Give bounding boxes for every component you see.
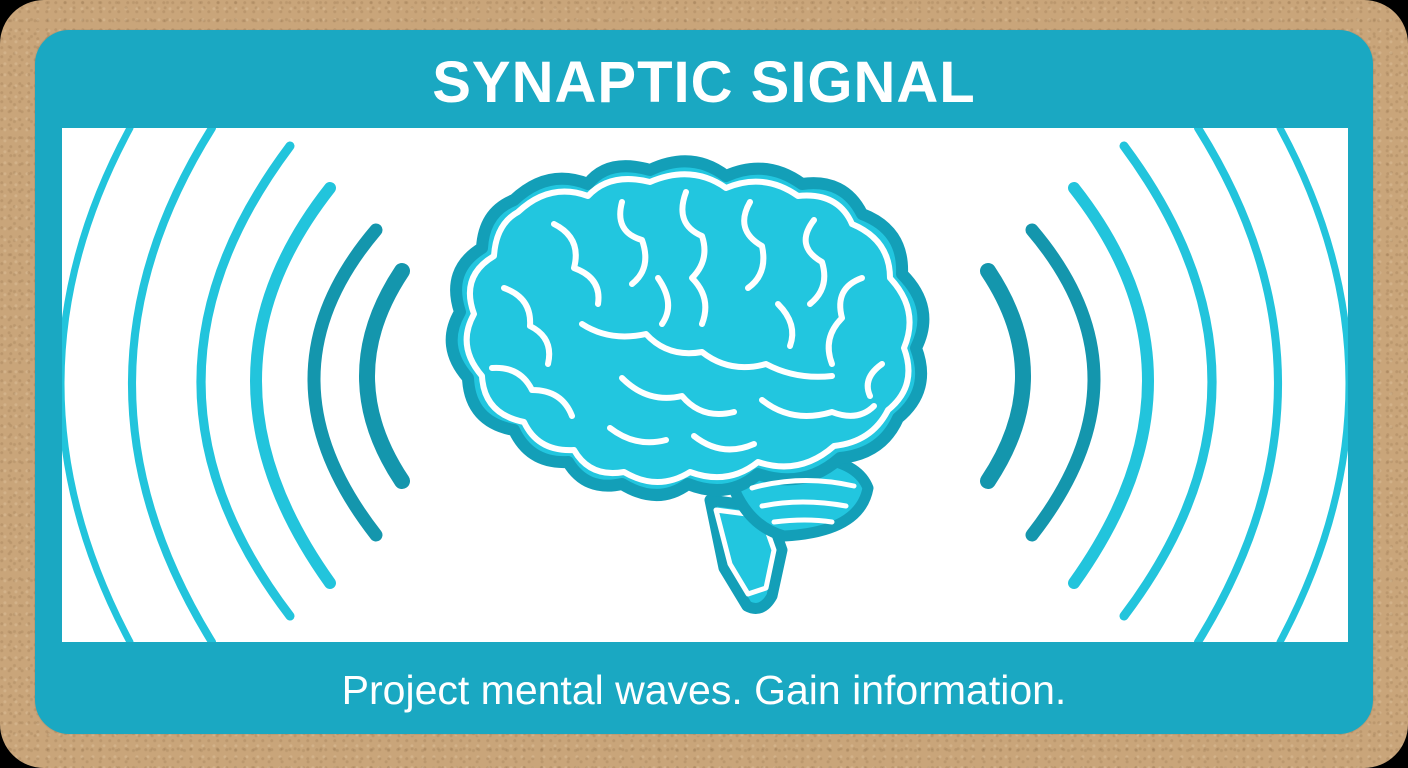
- brain-icon: [445, 155, 930, 614]
- card-art: [62, 128, 1348, 642]
- left-wave-2: [307, 223, 383, 542]
- right-wave-2: [1025, 223, 1101, 542]
- cerebellum-folds: [749, 477, 857, 525]
- left-wave-6: [62, 128, 134, 642]
- right-wave-6: [1276, 128, 1348, 642]
- right-waves: [980, 128, 1348, 642]
- left-wave-4: [196, 141, 295, 621]
- signal-waves-icon: [62, 128, 1348, 642]
- right-wave-3: [1068, 182, 1154, 589]
- right-wave-1: [980, 263, 1031, 489]
- right-wave-4: [1119, 141, 1217, 621]
- left-wave-3: [250, 182, 336, 589]
- card-rules-text: Project mental waves. Gain information.: [341, 667, 1067, 713]
- card-title: SYNAPTIC SIGNAL: [432, 50, 976, 115]
- card-art-panel: [62, 128, 1348, 642]
- left-wave-1: [359, 263, 410, 489]
- left-waves: [62, 128, 410, 642]
- brain-folds: [489, 189, 885, 453]
- right-wave-5: [1194, 128, 1282, 642]
- left-wave-5: [128, 128, 216, 642]
